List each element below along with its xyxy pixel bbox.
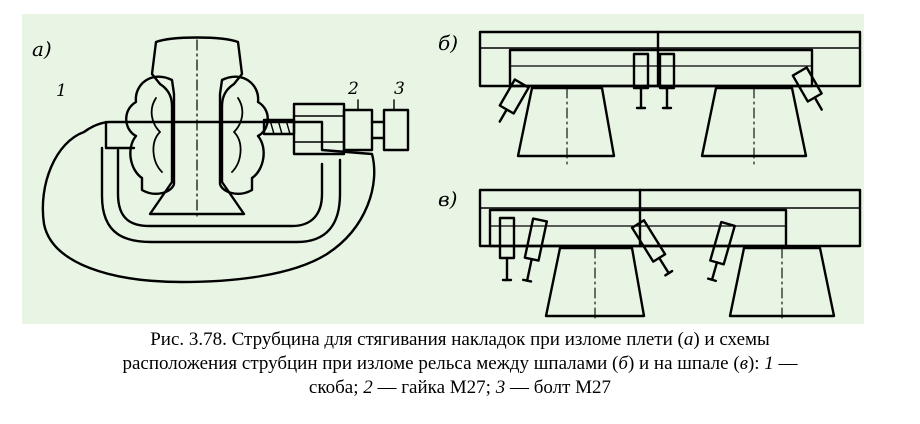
rail-head [148,36,246,221]
figure: а) 1 2 3 б) [22,14,864,324]
panel-label-b: б) [438,31,458,55]
caption-label-b: б [618,353,628,374]
rail-on-sleeper [478,188,862,248]
figure-caption: Рис. 3.78. Струбцина для стягивания накл… [10,328,910,400]
caption-line3-mid: — гайка М27; [372,377,496,398]
rail-between-sleepers [478,30,862,88]
caption-label-a: а [683,329,694,350]
caption-line1-suffix: ) и схемы [693,329,770,350]
caption-label-v: в [739,353,748,374]
caption-line2-suffix: — [773,353,798,374]
caption-line3-prefix: скоба; [308,377,364,398]
panel-label-v: в) [438,187,457,211]
caption-line2-mid: ) и на шпале ( [627,353,740,374]
bolt-nut-assembly [262,99,410,156]
sleepers-v [544,246,836,323]
caption-num-1: 1 [764,353,774,374]
part-number-1: 1 [56,81,67,101]
caption-num-3: 3 [495,377,506,398]
clamp-bracket [41,120,376,284]
caption-num-2: 2 [363,377,373,398]
caption-line2-mid2: ): [747,353,765,374]
caption-line2-prefix: расположения струбцин при изломе рельса … [122,353,619,374]
part-number-2: 2 [347,79,359,99]
caption-line3-suffix: — болт М27 [505,377,612,398]
clamps-v [498,216,736,283]
caption-line1-prefix: Рис. 3.78. Струбцина для стягивания накл… [150,329,684,350]
sleepers-b [516,86,808,165]
panel-label-a: а) [32,37,52,61]
clamps-b [498,52,823,123]
part-number-3: 3 [394,79,405,99]
clamp-drawing: а) 1 2 3 б) [32,30,862,323]
fishplates [125,75,269,195]
